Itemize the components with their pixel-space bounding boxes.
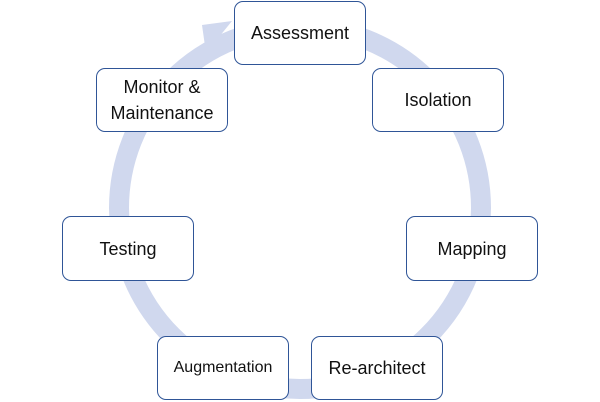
step-isolation: Isolation — [372, 68, 504, 132]
step-augmentation: Augmentation — [157, 336, 289, 400]
step-assessment: Assessment — [234, 1, 366, 65]
step-monitor-maintenance: Monitor & Maintenance — [96, 68, 228, 132]
step-mapping: Mapping — [406, 216, 538, 281]
step-testing: Testing — [62, 216, 194, 281]
cycle-arrowhead-icon — [202, 21, 232, 53]
step-re-architect: Re-architect — [311, 336, 443, 400]
